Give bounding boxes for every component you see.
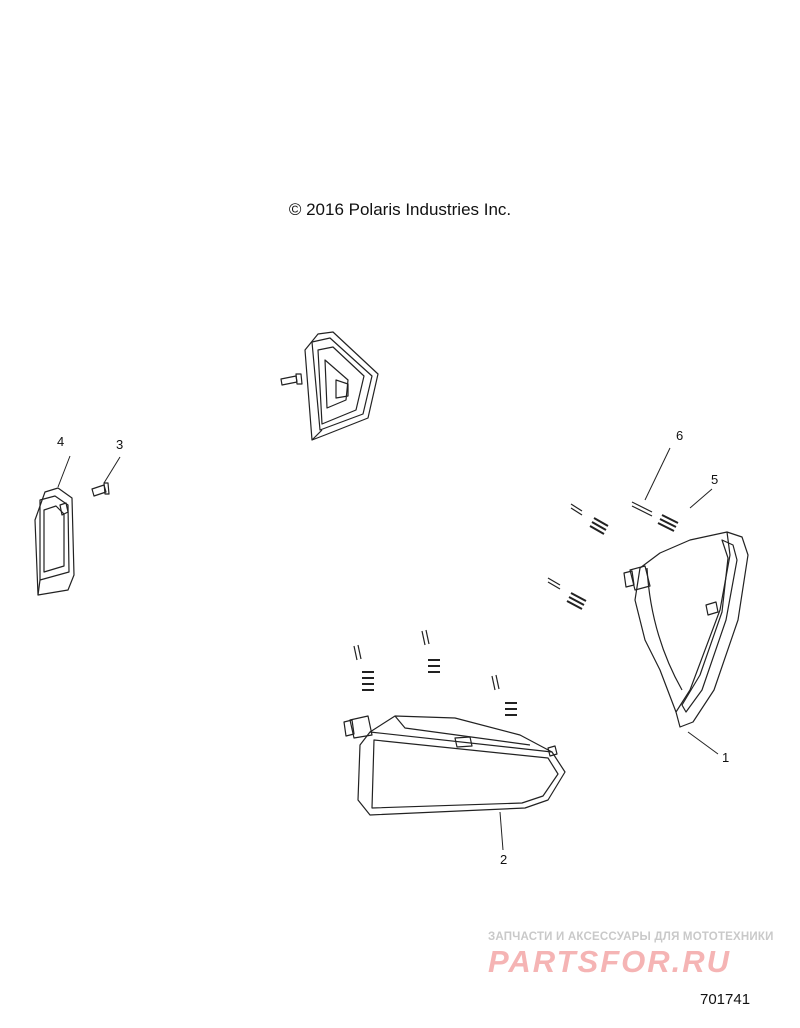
callout-4: 4 (57, 434, 65, 449)
headlamp-lower (343, 715, 566, 816)
adjuster-springs (362, 514, 679, 716)
tail-light-housing (304, 331, 379, 441)
headlamp-right (623, 531, 749, 728)
callout-2: 2 (500, 852, 508, 867)
callout-3: 3 (116, 437, 124, 452)
leader-lines (57, 447, 719, 851)
side-reflector (34, 487, 75, 596)
adjuster-pins (353, 501, 653, 691)
watermark-brand: PARTSFOR.RU (488, 944, 732, 979)
part-3-screw (91, 482, 110, 497)
callout-6: 6 (676, 428, 684, 443)
callout-5: 5 (711, 472, 719, 487)
callout-1: 1 (722, 750, 730, 765)
housing-screw (280, 373, 303, 386)
copyright-text: © 2016 Polaris Industries Inc. (288, 200, 512, 219)
figure-number: 701741 (700, 991, 751, 1008)
watermark-subtitle: ЗАПЧАСТИ И АКСЕССУАРЫ ДЛЯ МОТОТЕХНИКИ (488, 931, 774, 943)
